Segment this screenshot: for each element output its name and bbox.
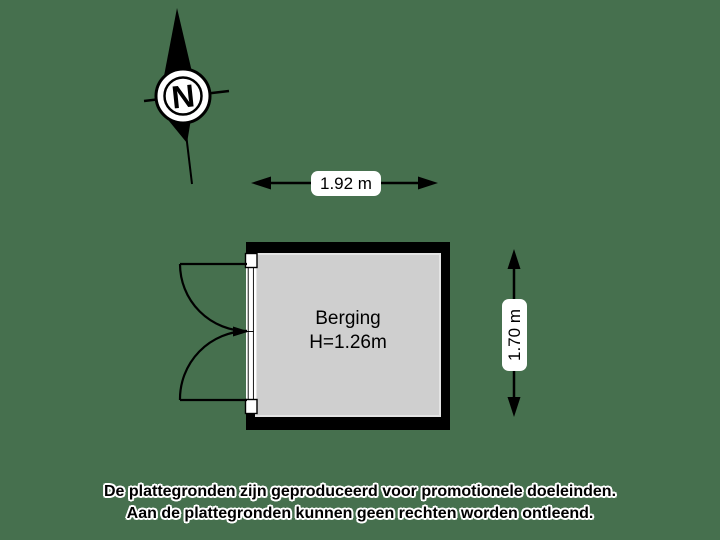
room-floor	[255, 253, 441, 417]
compass-needle-tail	[185, 137, 193, 185]
door-leaf-top	[247, 267, 254, 332]
height-arrowhead-top	[507, 249, 521, 269]
compass-needle-south	[169, 119, 191, 143]
height-arrowhead-bottom	[507, 397, 521, 417]
width-dimension-label: 1.92 m	[311, 171, 381, 196]
width-arrowhead-left	[251, 176, 271, 190]
room-ceiling-height: H=1.26m	[309, 332, 387, 353]
height-dimension-label: 1.70 m	[502, 299, 527, 371]
room-name: Berging	[315, 308, 381, 329]
door-swing-arc-top	[178, 263, 248, 333]
disclaimer-line-1: De plattegronden zijn geproduceerd voor …	[103, 483, 617, 500]
compass-letter: N	[170, 77, 197, 115]
door-double-swing-icon	[178, 262, 249, 402]
compass-rose-icon: N	[143, 8, 230, 185]
door-leaf-bottom	[247, 331, 254, 400]
door-swing-arc-bottom	[178, 329, 248, 401]
door-meeting-point	[233, 326, 249, 337]
door-jamb-top	[244, 252, 258, 269]
door-jamb-bottom	[244, 398, 258, 415]
room-berging	[244, 242, 450, 430]
room-label: Berging H=1.26m	[256, 307, 440, 355]
disclaimer-text: De plattegronden zijn geproduceerd voor …	[0, 481, 720, 524]
compass-needle-north	[164, 8, 192, 76]
disclaimer-line-2: Aan de plattegronden kunnen geen rechten…	[126, 504, 594, 522]
height-dimension-value: 1.70 m	[504, 309, 524, 361]
compass-inner-circle	[163, 76, 203, 116]
width-arrowhead-right	[418, 176, 438, 190]
